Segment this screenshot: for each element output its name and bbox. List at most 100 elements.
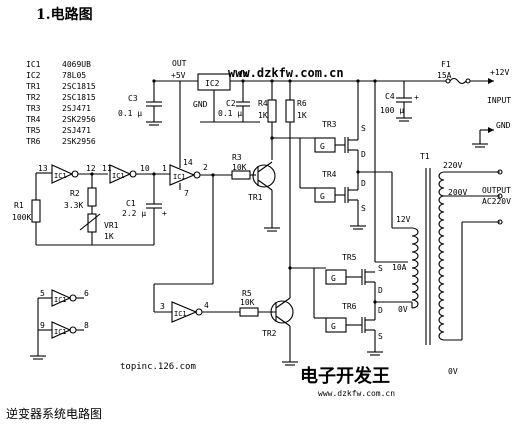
svg-text:C4: C4: [385, 92, 395, 101]
svg-text:100K: 100K: [12, 213, 31, 222]
brand-watermark: 电子开发王: [300, 365, 390, 387]
oscillator: 13 IC1 12 11 IC1 10 1 IC1 14 7 2 R1 100K…: [12, 153, 298, 366]
transformer-t1: T1 12V 10A 0V 220V 200V OUTPUT AC220V 0V: [358, 152, 511, 376]
svg-text:11: 11: [102, 164, 112, 173]
part-value: 2SC1815: [62, 82, 96, 91]
brand-url: www.dzkfw.com.cn: [318, 389, 395, 398]
svg-text:+12V: +12V: [490, 68, 509, 77]
svg-text:R4: R4: [258, 99, 268, 108]
svg-text:D: D: [361, 150, 366, 159]
svg-text:10K: 10K: [232, 163, 247, 172]
svg-text:0.1 μ: 0.1 μ: [218, 109, 242, 118]
svg-text:R1: R1: [14, 201, 24, 210]
svg-text:IC1: IC1: [54, 172, 67, 180]
svg-text:15A: 15A: [437, 71, 452, 80]
input-rail: C4 + 100 μ F1 15A +12V INPUT GND: [356, 60, 511, 262]
svg-text:TR6: TR6: [342, 302, 357, 311]
svg-text:TR1: TR1: [248, 193, 263, 202]
svg-text:C3: C3: [128, 94, 138, 103]
svg-text:3.3K: 3.3K: [64, 201, 83, 210]
svg-text:1: 1: [162, 164, 167, 173]
watermark-url: www.dzkfw.com.cn: [228, 66, 344, 80]
svg-text:200V: 200V: [448, 188, 467, 197]
svg-text:1K: 1K: [297, 111, 307, 120]
svg-text:13: 13: [38, 164, 48, 173]
svg-text:0.1 μ: 0.1 μ: [118, 109, 142, 118]
svg-text:TR5: TR5: [342, 253, 357, 262]
svg-text:IC1: IC1: [54, 328, 67, 336]
svg-text:GND: GND: [496, 121, 511, 130]
svg-text:G: G: [320, 192, 325, 201]
part-ref: TR6: [26, 137, 41, 146]
part-value: 2SK2956: [62, 137, 96, 146]
svg-text:+5V: +5V: [171, 71, 186, 80]
svg-text:IN: IN: [238, 70, 248, 79]
svg-text:INPUT: INPUT: [487, 96, 511, 105]
svg-text:220V: 220V: [443, 161, 462, 170]
svg-text:+: +: [162, 209, 167, 218]
svg-text:12V: 12V: [396, 215, 411, 224]
svg-text:F1: F1: [441, 60, 451, 69]
part-ref: TR2: [26, 93, 41, 102]
svg-text:S: S: [361, 124, 366, 133]
svg-text:T1: T1: [420, 152, 430, 161]
svg-text:AC220V: AC220V: [482, 197, 511, 206]
page-title: 1.电路图: [36, 6, 93, 23]
svg-text:IC1: IC1: [173, 173, 186, 181]
svg-text:C2: C2: [226, 99, 236, 108]
svg-text:0V: 0V: [398, 305, 408, 314]
svg-text:1K: 1K: [258, 111, 268, 120]
figure-caption: 逆变器系统电路图: [6, 406, 102, 421]
svg-text:14: 14: [183, 158, 193, 167]
part-value: 2SC1815: [62, 93, 96, 102]
svg-text:10K: 10K: [240, 298, 255, 307]
svg-text:R6: R6: [297, 99, 307, 108]
svg-text:IC1: IC1: [112, 172, 125, 180]
svg-text:GND: GND: [193, 100, 208, 109]
svg-text:D: D: [378, 306, 383, 315]
svg-text:R5: R5: [242, 289, 252, 298]
svg-text:8: 8: [84, 321, 89, 330]
svg-text:7: 7: [184, 189, 189, 198]
svg-text:IC2: IC2: [205, 79, 220, 88]
svg-text:2: 2: [203, 163, 208, 172]
svg-text:OUTPUT: OUTPUT: [482, 186, 511, 195]
svg-text:OUT: OUT: [172, 59, 187, 68]
svg-text:+: +: [414, 93, 419, 102]
part-ref: IC1: [26, 60, 41, 69]
svg-text:S: S: [378, 264, 383, 273]
svg-text:C1: C1: [126, 199, 136, 208]
site-label: topinc.126.com: [120, 362, 196, 372]
part-ref: TR3: [26, 104, 41, 113]
svg-text:VR1: VR1: [104, 221, 119, 230]
svg-text:G: G: [331, 274, 336, 283]
svg-text:5: 5: [40, 289, 45, 298]
svg-text:TR3: TR3: [322, 120, 337, 129]
svg-text:12: 12: [86, 164, 96, 173]
svg-text:2.2 μ: 2.2 μ: [122, 209, 146, 218]
svg-text:6: 6: [84, 289, 89, 298]
mosfet-pair-bottom: TR5 G S D TR6 G D S: [288, 253, 383, 356]
svg-text:0V: 0V: [448, 367, 458, 376]
supply-rail: OUT +5V IC2 GND IN C3 0.1 μ C2 0.1 μ R4: [118, 59, 392, 268]
part-value: 78L05: [62, 71, 86, 80]
part-ref: TR4: [26, 115, 41, 124]
svg-text:IC1: IC1: [174, 310, 187, 318]
svg-text:G: G: [320, 142, 325, 151]
svg-text:9: 9: [40, 321, 45, 330]
svg-text:R3: R3: [232, 153, 242, 162]
part-ref: TR5: [26, 126, 41, 135]
svg-text:D: D: [361, 179, 366, 188]
svg-text:TR4: TR4: [322, 170, 337, 179]
svg-text:R2: R2: [70, 189, 80, 198]
svg-text:4: 4: [204, 301, 209, 310]
part-value: 2SJ471: [62, 104, 91, 113]
part-value: 2SK2956: [62, 115, 96, 124]
mosfet-pair-top: TR3 G S D TR4 G D S: [270, 120, 366, 230]
part-value: 4069UB: [62, 60, 91, 69]
svg-text:S: S: [378, 332, 383, 341]
svg-text:3: 3: [160, 302, 165, 311]
